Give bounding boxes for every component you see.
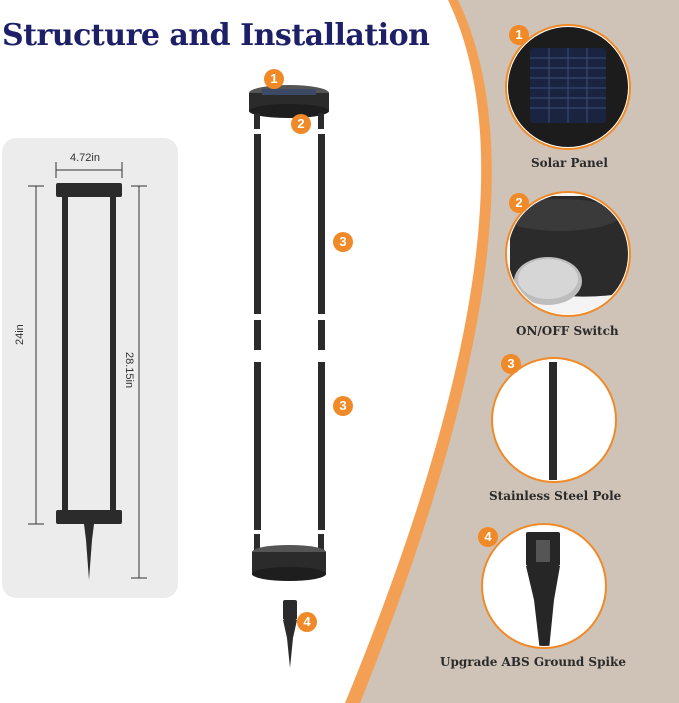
pole-detail bbox=[491, 357, 617, 483]
height-28-dimension-line bbox=[131, 185, 147, 579]
detail-badge-1: 1 bbox=[509, 25, 529, 45]
solar-panel-detail bbox=[505, 24, 631, 150]
dimension-card bbox=[2, 138, 178, 598]
ground-spike-caption: Upgrade ABS Ground Spike bbox=[440, 655, 626, 669]
width-dimension-label: 4.72in bbox=[70, 152, 100, 164]
total-height-label: 28.15in bbox=[123, 352, 135, 389]
exploded-badge-1: 1 bbox=[264, 69, 284, 89]
detail-badge-3: 3 bbox=[501, 354, 521, 374]
exploded-poles bbox=[254, 134, 325, 530]
width-dimension-line bbox=[55, 162, 123, 178]
detail-badge-2: 2 bbox=[509, 193, 529, 213]
exploded-badge-2: 2 bbox=[291, 114, 311, 134]
ground-spike-detail bbox=[481, 523, 607, 649]
switch-detail bbox=[505, 191, 631, 317]
exploded-top-cap bbox=[249, 85, 329, 129]
pole-caption: Stainless Steel Pole bbox=[489, 489, 622, 503]
exploded-badge-3b: 3 bbox=[333, 396, 353, 416]
exploded-base bbox=[252, 534, 326, 581]
beige-panel bbox=[360, 0, 679, 703]
exploded-spike bbox=[283, 600, 297, 668]
height-24-dimension-line bbox=[28, 185, 44, 525]
pole-height-label: 24in bbox=[14, 324, 26, 345]
assembled-light bbox=[56, 183, 122, 580]
detail-badge-4: 4 bbox=[478, 527, 498, 547]
solar-panel-caption: Solar Panel bbox=[531, 156, 608, 170]
switch-caption: ON/OFF Switch bbox=[516, 324, 619, 338]
page-title: Structure and Installation bbox=[2, 18, 430, 53]
exploded-badge-3a: 3 bbox=[333, 232, 353, 252]
exploded-badge-4: 4 bbox=[297, 612, 317, 632]
